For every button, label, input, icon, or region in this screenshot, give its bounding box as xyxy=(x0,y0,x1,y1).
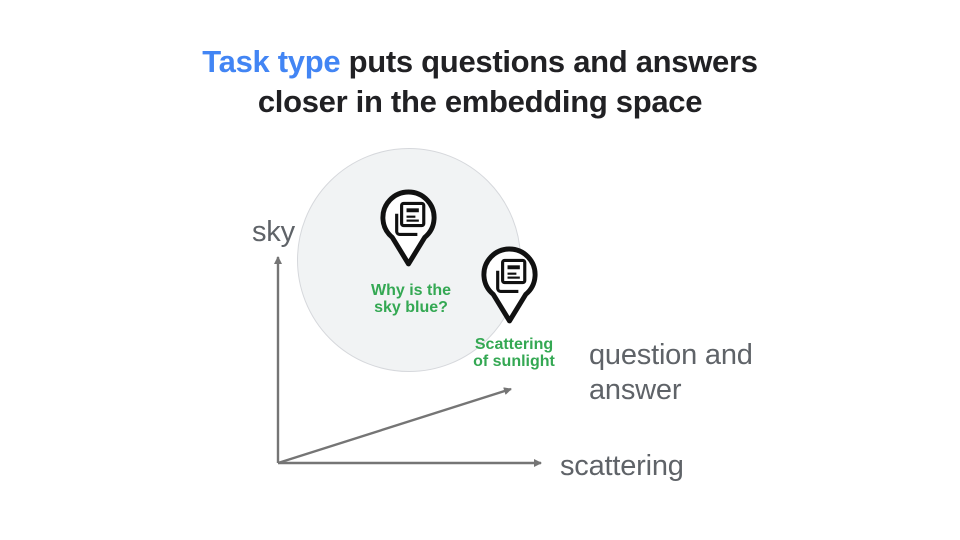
title-line1: Task type puts questions and answers xyxy=(0,42,960,82)
answer-label: Scattering of sunlight xyxy=(444,336,584,370)
news-pin-icon xyxy=(481,246,538,324)
title-line2: closer in the embedding space xyxy=(257,84,703,119)
news-pin-icon xyxy=(380,189,437,267)
answer-label-line2: of sunlight xyxy=(473,352,555,370)
title-highlight: Task type xyxy=(202,44,341,79)
diagonal-axis-label-line2: answer xyxy=(589,374,682,406)
y-axis-label: sky xyxy=(252,216,295,248)
news-back-sheet xyxy=(496,270,519,293)
question-label: Why is the sky blue? xyxy=(341,282,481,316)
answer-label-line1: Scattering xyxy=(474,336,554,353)
question-label-line1: Why is the xyxy=(370,282,451,299)
x-axis-label: scattering xyxy=(560,450,684,482)
page-title: Task type puts questions and answers clo… xyxy=(0,42,960,122)
news-front-sheet xyxy=(501,258,527,285)
diagonal-axis-label-line1: question and xyxy=(589,339,753,371)
diagonal-axis-label: question and answer xyxy=(589,338,769,408)
news-back-sheet xyxy=(395,213,418,236)
question-label-line2: sky blue? xyxy=(374,298,448,316)
diagonal-axis-arrow xyxy=(277,387,512,465)
news-front-sheet xyxy=(400,201,426,228)
title-rest: puts questions and answers xyxy=(340,44,758,79)
